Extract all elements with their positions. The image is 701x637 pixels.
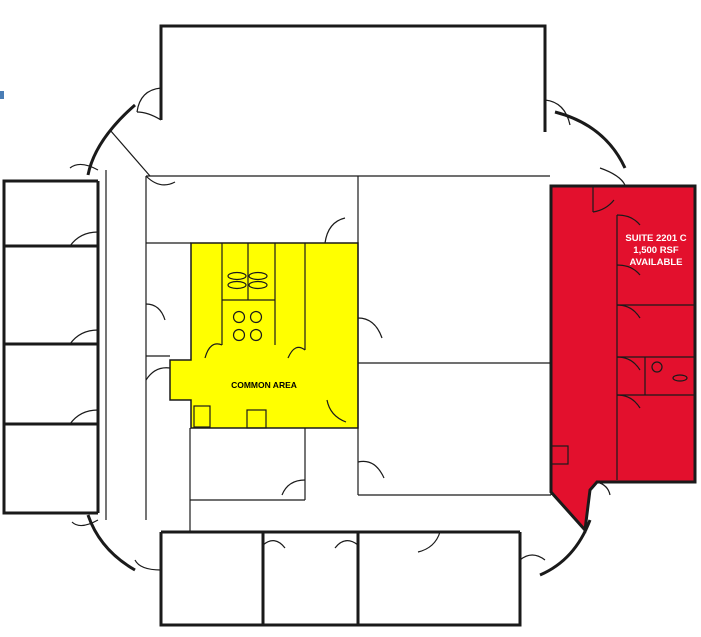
suite-size: 1,500 RSF bbox=[633, 245, 679, 256]
suite-name: SUITE 2201 C bbox=[625, 233, 686, 244]
common-area[interactable]: COMMON AREA bbox=[169, 217, 359, 429]
edge-marker bbox=[0, 91, 4, 99]
suite-status: AVAILABLE bbox=[630, 257, 683, 268]
suite-label: SUITE 2201 C 1,500 RSF AVAILABLE bbox=[625, 233, 686, 268]
suite-2201c-area[interactable] bbox=[549, 184, 697, 534]
common-area-label: COMMON AREA bbox=[231, 380, 297, 390]
door-swings bbox=[69, 87, 626, 571]
building-walls bbox=[2, 24, 627, 627]
